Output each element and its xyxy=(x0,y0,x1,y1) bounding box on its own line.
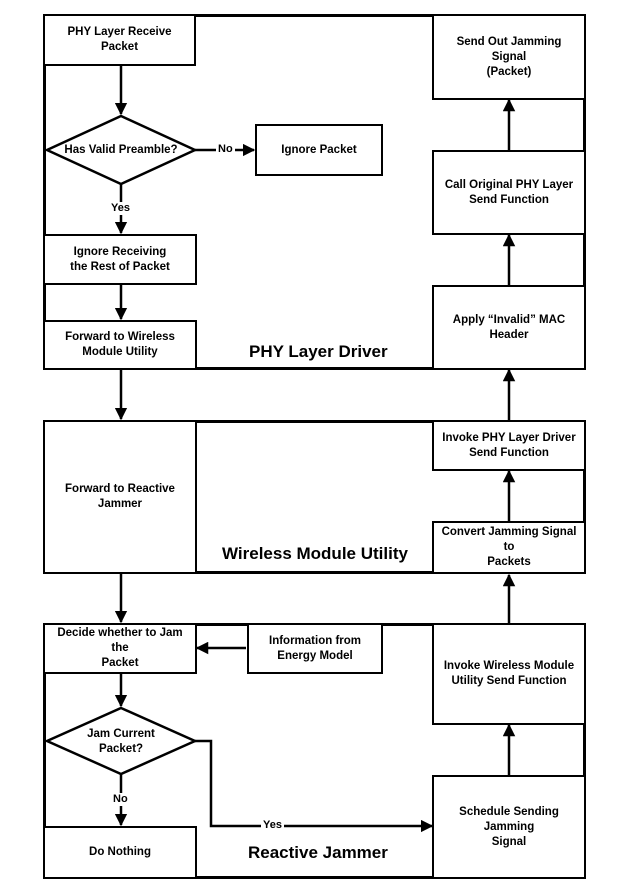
invoke-wmu-send-box: Invoke Wireless Module Utility Send Func… xyxy=(432,623,586,725)
invoke-phy-driver-box: Invoke PHY Layer Driver Send Function xyxy=(432,420,586,471)
wireless-module-utility-title: Wireless Module Utility xyxy=(222,544,408,563)
schedule-jamming-box: Schedule Sending Jamming Signal xyxy=(432,775,586,879)
no-preamble-label: No xyxy=(216,143,235,156)
jam-current-diamond xyxy=(43,706,199,776)
send-out-jamming-box: Send Out Jamming Signal (Packet) xyxy=(432,14,586,100)
valid-preamble-label: Has Valid Preamble? xyxy=(64,143,178,156)
arrow-jam-to-schedule xyxy=(195,739,434,833)
yes-preamble-label: Yes xyxy=(109,202,132,215)
forward-to-wmu-box: Forward to Wireless Module Utility xyxy=(43,320,197,370)
energy-model-box: Information from Energy Model xyxy=(247,623,383,674)
apply-invalid-mac-box: Apply “Invalid” MAC Header xyxy=(432,285,586,370)
decide-jam-box: Decide whether to Jam the Packet xyxy=(43,623,197,674)
ignore-rest-of-packet-box: Ignore Receiving the Rest of Packet xyxy=(43,234,197,285)
jam-current-label: Jam Current Packet? xyxy=(87,728,155,755)
ignore-packet-box: Ignore Packet xyxy=(255,124,383,176)
convert-jamming-box: Convert Jamming Signal to Packets xyxy=(432,521,586,574)
forward-to-reactive-jammer-box: Forward to Reactive Jammer xyxy=(43,420,197,574)
phy-layer-driver-title: PHY Layer Driver xyxy=(249,342,388,361)
yes-jam-label: Yes xyxy=(261,819,284,832)
reactive-jammer-title: Reactive Jammer xyxy=(248,843,388,862)
valid-preamble-diamond xyxy=(44,114,198,186)
do-nothing-box: Do Nothing xyxy=(43,826,197,879)
no-jam-label: No xyxy=(111,793,130,806)
phy-receive-packet-box: PHY Layer Receive Packet xyxy=(43,14,196,66)
call-original-phy-box: Call Original PHY Layer Send Function xyxy=(432,150,586,235)
